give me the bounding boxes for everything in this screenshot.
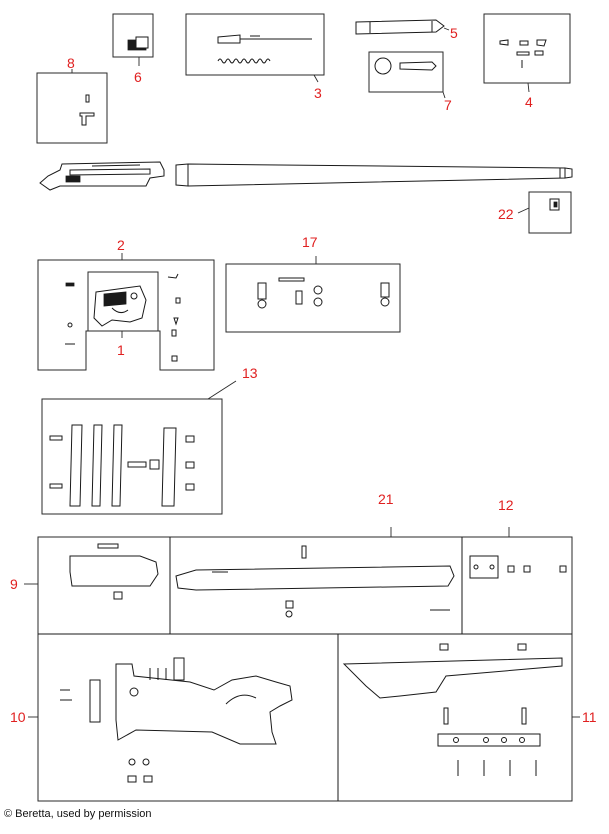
callout-5: 5	[450, 25, 458, 41]
callout-21: 21	[378, 491, 394, 507]
callout-17: 17	[302, 234, 318, 250]
barrel	[175, 163, 573, 187]
callout-12: 12	[498, 497, 514, 513]
receiver	[39, 161, 165, 191]
callout-22: 22	[498, 206, 514, 222]
part-group-3	[185, 13, 325, 83]
copyright-notice: © Beretta, used by permission	[4, 808, 152, 820]
part-group-4	[483, 13, 571, 93]
callout-3: 3	[314, 85, 322, 101]
callout-1: 1	[117, 342, 125, 358]
callout-11: 11	[582, 709, 597, 725]
part-group-6	[112, 13, 154, 66]
part-5	[355, 19, 450, 35]
callout-labels: 6 3 5 7 4 8 22 2 1 17 13 21 12 9 10 11	[10, 25, 597, 725]
callout-2: 2	[117, 237, 125, 253]
part-group-22	[517, 191, 572, 234]
part-group-8	[36, 69, 108, 144]
stock-panel	[24, 527, 580, 802]
part-group-1	[87, 271, 159, 338]
callout-7: 7	[444, 97, 452, 113]
callout-6: 6	[134, 69, 142, 85]
part-group-7	[368, 51, 446, 99]
callout-10: 10	[10, 709, 26, 725]
part-group-2	[37, 253, 215, 371]
callout-9: 9	[10, 576, 18, 592]
part-group-13	[41, 380, 237, 515]
callout-13: 13	[242, 365, 258, 381]
callout-4: 4	[525, 94, 533, 110]
callout-8: 8	[67, 55, 75, 71]
part-group-17	[225, 256, 401, 333]
